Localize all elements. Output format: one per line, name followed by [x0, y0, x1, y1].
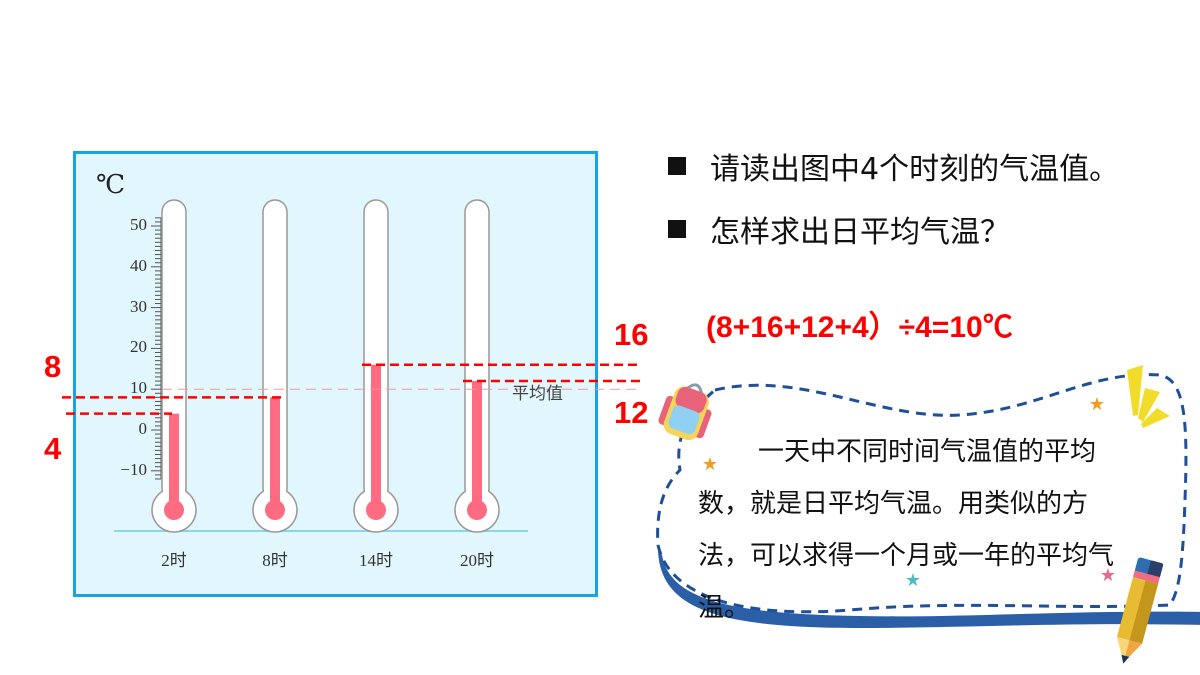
y-tick-label: 30	[130, 296, 147, 316]
annotation-value-16: 16	[614, 317, 649, 352]
svg-text:★: ★	[1089, 394, 1105, 415]
question-1: 请读出图中4个时刻的气温值。	[668, 144, 1119, 188]
question-2-text: 怎样求出日平均气温？	[710, 215, 1010, 250]
svg-text:★: ★	[1100, 565, 1116, 586]
x-tick-label: 14时	[359, 551, 393, 570]
annotation-value-8: 8	[44, 349, 62, 384]
sparkle-rays-icon	[1127, 365, 1170, 428]
average-value-label: 平均值	[512, 384, 563, 403]
backpack-icon	[658, 383, 712, 441]
y-tick-label: 40	[130, 255, 147, 275]
orange-star-icon: ★	[697, 450, 723, 476]
question-2: 怎样求出日平均气温？	[668, 207, 1010, 251]
question-1-text: 请读出图中4个时刻的气温值。	[710, 152, 1120, 187]
note-text: 一天中不同时间气温值的平均数，就是日平均气温。用类似的方法，可以求得一个月或一年…	[698, 426, 1128, 634]
bubble-dashed-outline	[656, 373, 1188, 614]
thermometer-8时	[252, 199, 298, 533]
average-formula: (8+16+12+4）÷4=10℃	[706, 311, 1013, 344]
teal-star-icon: ★	[900, 566, 926, 592]
pink-star-icon: ★	[1095, 561, 1121, 587]
note-bubble: ★ ★ ★ ★	[656, 365, 1200, 664]
y-tick-label: 0	[138, 419, 148, 438]
orange-star-icon: ★	[1084, 390, 1110, 416]
annotation-value-4: 4	[44, 431, 62, 466]
pencil-icon	[1116, 557, 1164, 664]
annotation-value-12: 12	[614, 395, 649, 430]
square-bullet-icon	[668, 157, 686, 175]
x-tick-label: 2时	[161, 551, 187, 570]
thermometer-20时	[454, 199, 500, 533]
thermometer-2时	[151, 199, 197, 533]
x-tick-label: 8时	[262, 551, 288, 570]
y-tick-label: 20	[130, 337, 147, 357]
y-tick-label: 50	[130, 215, 147, 234]
celsius-unit-label: ℃	[96, 170, 126, 199]
note-body: 一天中不同时间气温值的平均数，就是日平均气温。用类似的方法，可以求得一个月或一年…	[698, 437, 1115, 623]
y-tick-label: 10	[130, 378, 147, 398]
svg-text:★: ★	[702, 454, 718, 475]
thermometer-14时	[353, 199, 399, 533]
svg-text:★: ★	[905, 570, 921, 591]
square-bullet-icon	[668, 220, 686, 238]
x-tick-label: 20时	[460, 551, 494, 570]
y-tick-label: −10	[120, 459, 147, 479]
